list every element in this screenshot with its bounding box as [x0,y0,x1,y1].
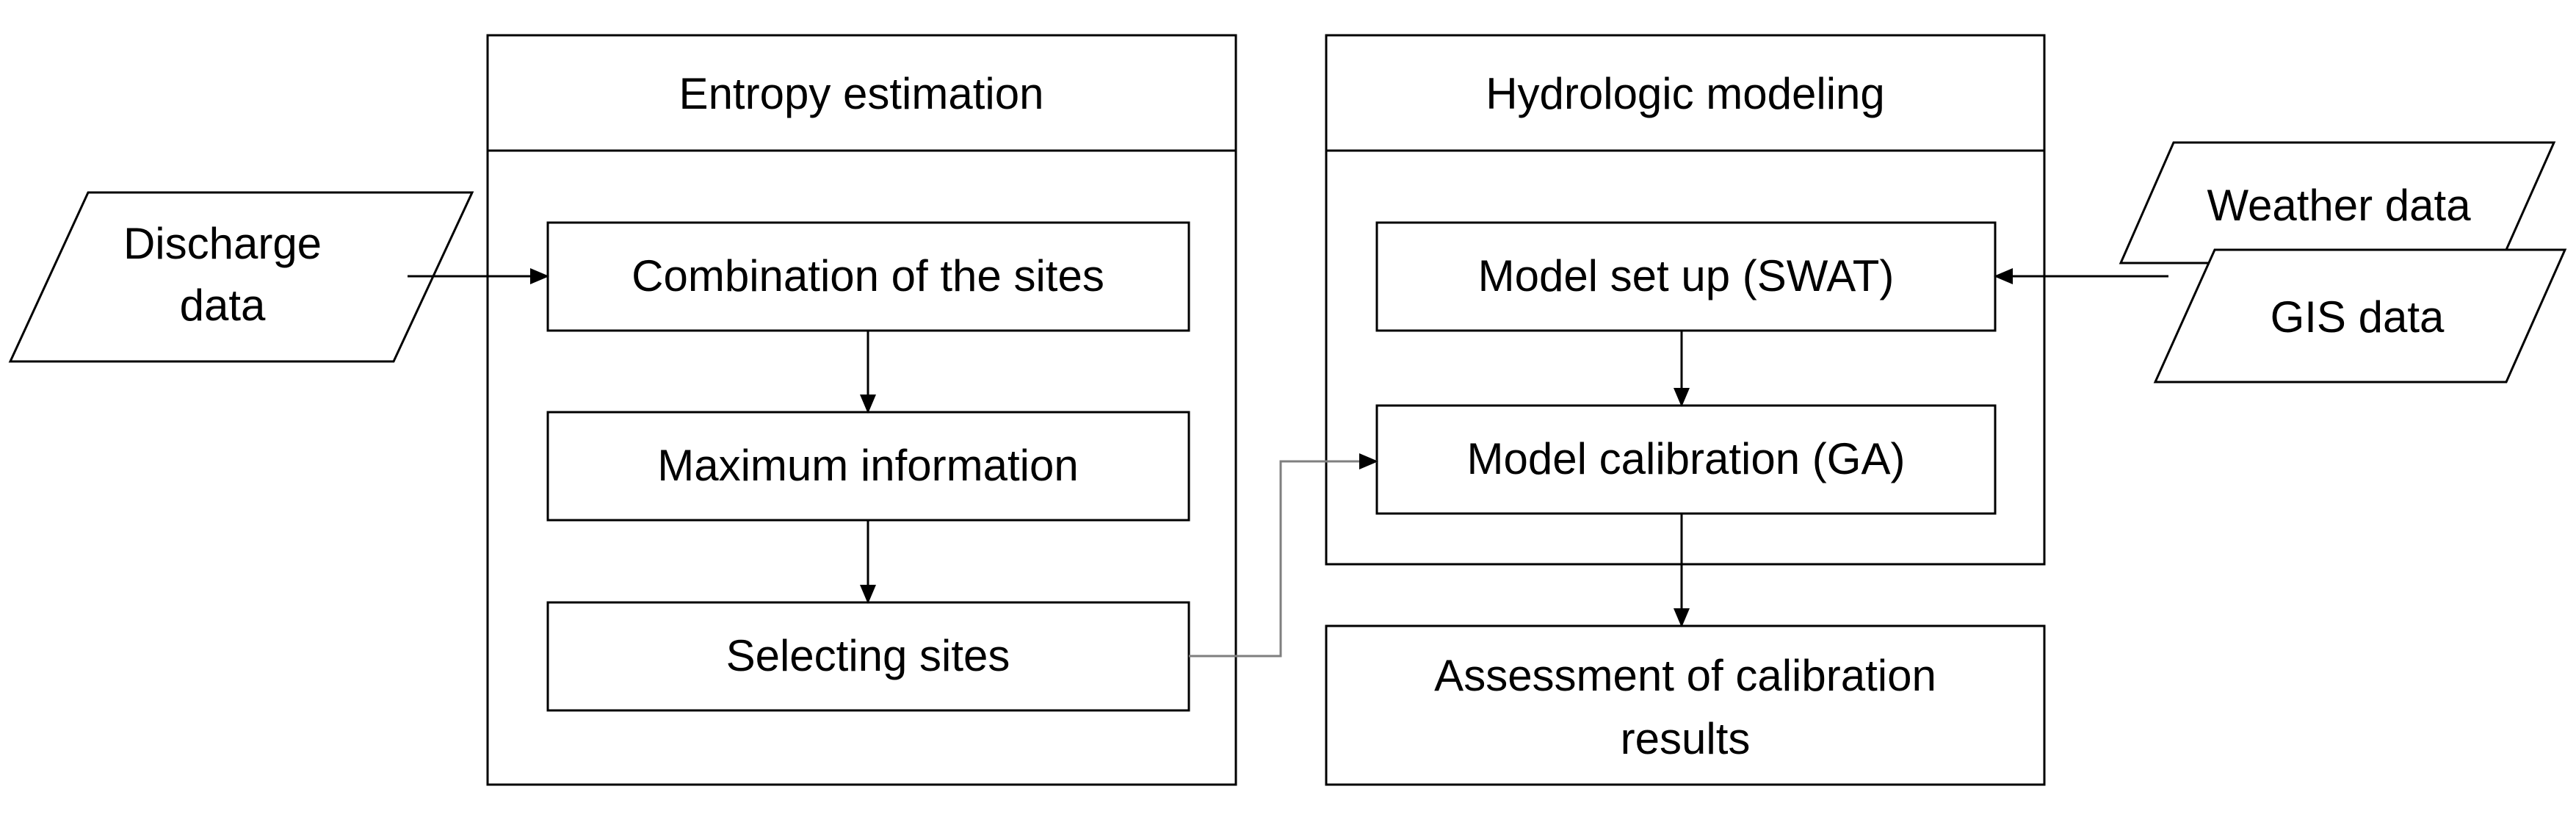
assessment-label-line1: Assessment of calibration [1434,651,1936,700]
combination-of-sites-label: Combination of the sites [632,251,1104,300]
model-calibration-label: Model calibration (GA) [1467,434,1906,483]
gis-data-input [2153,248,2567,383]
model-setup-box [1375,221,1997,332]
entropy-estimation-group: Entropy estimation Combination of the si… [486,34,1237,786]
maximum-information-label: Maximum information [657,441,1079,490]
hydrologic-modeling-group: Hydrologic modeling Model set up (SWAT) … [1325,34,2046,566]
entropy-estimation-title: Entropy estimation [679,69,1044,118]
connector-selecting-to-calibration [1189,453,1378,658]
hydrologic-modeling-title: Hydrologic modeling [1486,69,1885,118]
assessment-label-line2: results [1621,714,1751,763]
discharge-data-label-line2: data [180,281,266,330]
weather-data-label: Weather data [2207,181,2471,230]
discharge-data-input [8,191,474,363]
gis-data-label: GIS data [2271,292,2445,342]
assessment-box [1325,624,2046,786]
selecting-sites-label: Selecting sites [726,631,1010,680]
combination-of-sites-box [546,221,1190,332]
model-setup-label: Model set up (SWAT) [1478,251,1895,300]
model-calibration-box [1375,404,1997,515]
discharge-data-label-line1: Discharge [123,219,322,268]
